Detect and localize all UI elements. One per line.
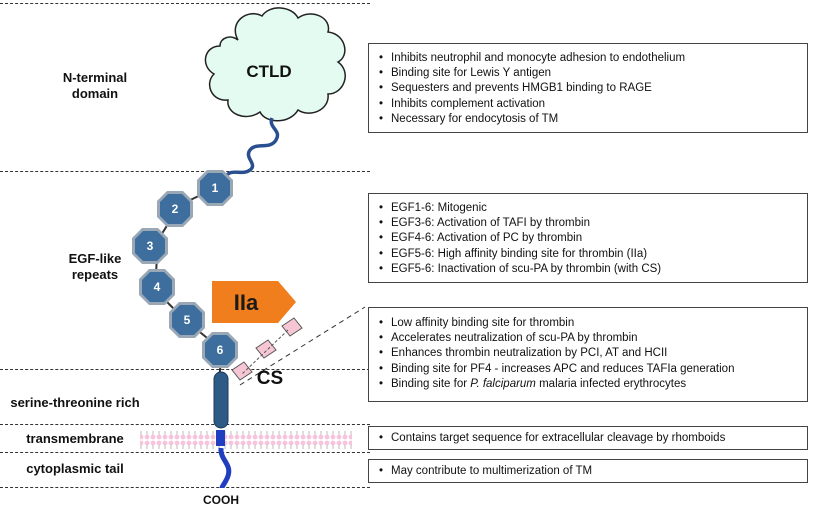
ctld-label: CTLD	[246, 62, 292, 81]
cytoplasmic-tail	[218, 447, 232, 489]
ctld-linker	[219, 117, 280, 186]
egf-domain-1	[197, 170, 233, 206]
nterm-function-box: Inhibits neutrophil and monocyte adhesio…	[368, 43, 808, 133]
egf-item: EGF5-6: Inactivation of scu-PA by thromb…	[379, 262, 807, 277]
egf-number-6: 6	[216, 343, 224, 357]
nterm-item: Sequesters and prevents HMGB1 binding to…	[379, 81, 807, 96]
egf-function-box: EGF1-6: Mitogenic EGF3-6: Activation of …	[368, 193, 808, 283]
egf-item: EGF5-6: High affinity binding site for t…	[379, 247, 807, 262]
cooh-label: COOH	[203, 493, 239, 507]
egf-number-1: 1	[211, 181, 219, 195]
egf-number-5: 5	[183, 313, 191, 327]
region-label-transmembrane: transmembrane	[26, 431, 124, 446]
egf-number-3: 3	[146, 239, 154, 253]
ser-thr-stalk	[213, 371, 229, 429]
ctld-cloud	[204, 7, 346, 122]
region-label-cytoplasmic: cytoplasmic tail	[26, 461, 124, 476]
cs-unit-2	[255, 339, 277, 359]
nterm-item: Inhibits complement activation	[379, 97, 807, 112]
tm-item: Contains target sequence for extracellul…	[379, 431, 807, 446]
egf-domain-4	[139, 269, 175, 305]
sert-item: Accelerates neutralization of scu-PA by …	[379, 331, 807, 346]
sert-item: Enhances thrombin neutralization by PCI,…	[379, 346, 807, 361]
nterm-item: Inhibits neutrophil and monocyte adhesio…	[379, 51, 807, 66]
egf-domain-5	[169, 302, 205, 338]
sert-item-prefix: Binding site for	[391, 377, 471, 390]
nterm-item: Necessary for endocytosis of TM	[379, 112, 807, 127]
cyto-item: May contribute to multimerization of TM	[379, 464, 807, 479]
divider-top	[0, 3, 370, 4]
egf-domain-2	[157, 191, 193, 227]
sert-item: Binding site for P. falciparum malaria i…	[379, 377, 807, 392]
egf-number-4: 4	[153, 280, 161, 294]
divider-egf-sert	[0, 369, 370, 370]
cs-label: CS	[256, 368, 284, 389]
ser-thr-function-box: Low affinity binding site for thrombin A…	[368, 307, 808, 402]
sert-item-species: P. falciparum	[470, 377, 536, 390]
divider-tm-cyto	[0, 452, 370, 453]
callout-line	[239, 306, 366, 386]
divider-nterm-egf	[0, 171, 370, 172]
nterm-item: Binding site for Lewis Y antigen	[379, 66, 807, 81]
thrombin-label: IIa	[233, 290, 259, 315]
membrane	[140, 427, 352, 449]
sert-item: Low affinity binding site for thrombin	[379, 316, 807, 331]
egf-item: EGF4-6: Activation of PC by thrombin	[379, 231, 807, 246]
region-label-nterminal: N-terminal domain	[62, 70, 128, 101]
egf-item: EGF1-6: Mitogenic	[379, 201, 807, 216]
sert-item-suffix: malaria infected erythrocytes	[535, 377, 687, 390]
egf-domain-3	[132, 228, 168, 264]
egf-item: EGF3-6: Activation of TAFI by thrombin	[379, 216, 807, 231]
egf-domain-6	[202, 332, 238, 368]
region-label-ser-thr: serine-threonine rich	[10, 395, 140, 410]
region-label-egf: EGF-like repeats	[68, 251, 122, 282]
cs-link	[240, 329, 289, 376]
cyto-function-box: May contribute to multimerization of TM	[368, 459, 808, 483]
tm-segment	[216, 430, 225, 446]
thrombin-shape	[212, 281, 296, 323]
divider-sert-tm	[0, 424, 370, 425]
egf-number-2: 2	[171, 202, 179, 216]
cs-unit-1	[281, 317, 303, 337]
tm-function-box: Contains target sequence for extracellul…	[368, 426, 808, 450]
cs-unit-3	[231, 361, 253, 381]
sert-item: Binding site for PF4 - increases APC and…	[379, 362, 807, 377]
divider-bottom	[0, 487, 370, 488]
